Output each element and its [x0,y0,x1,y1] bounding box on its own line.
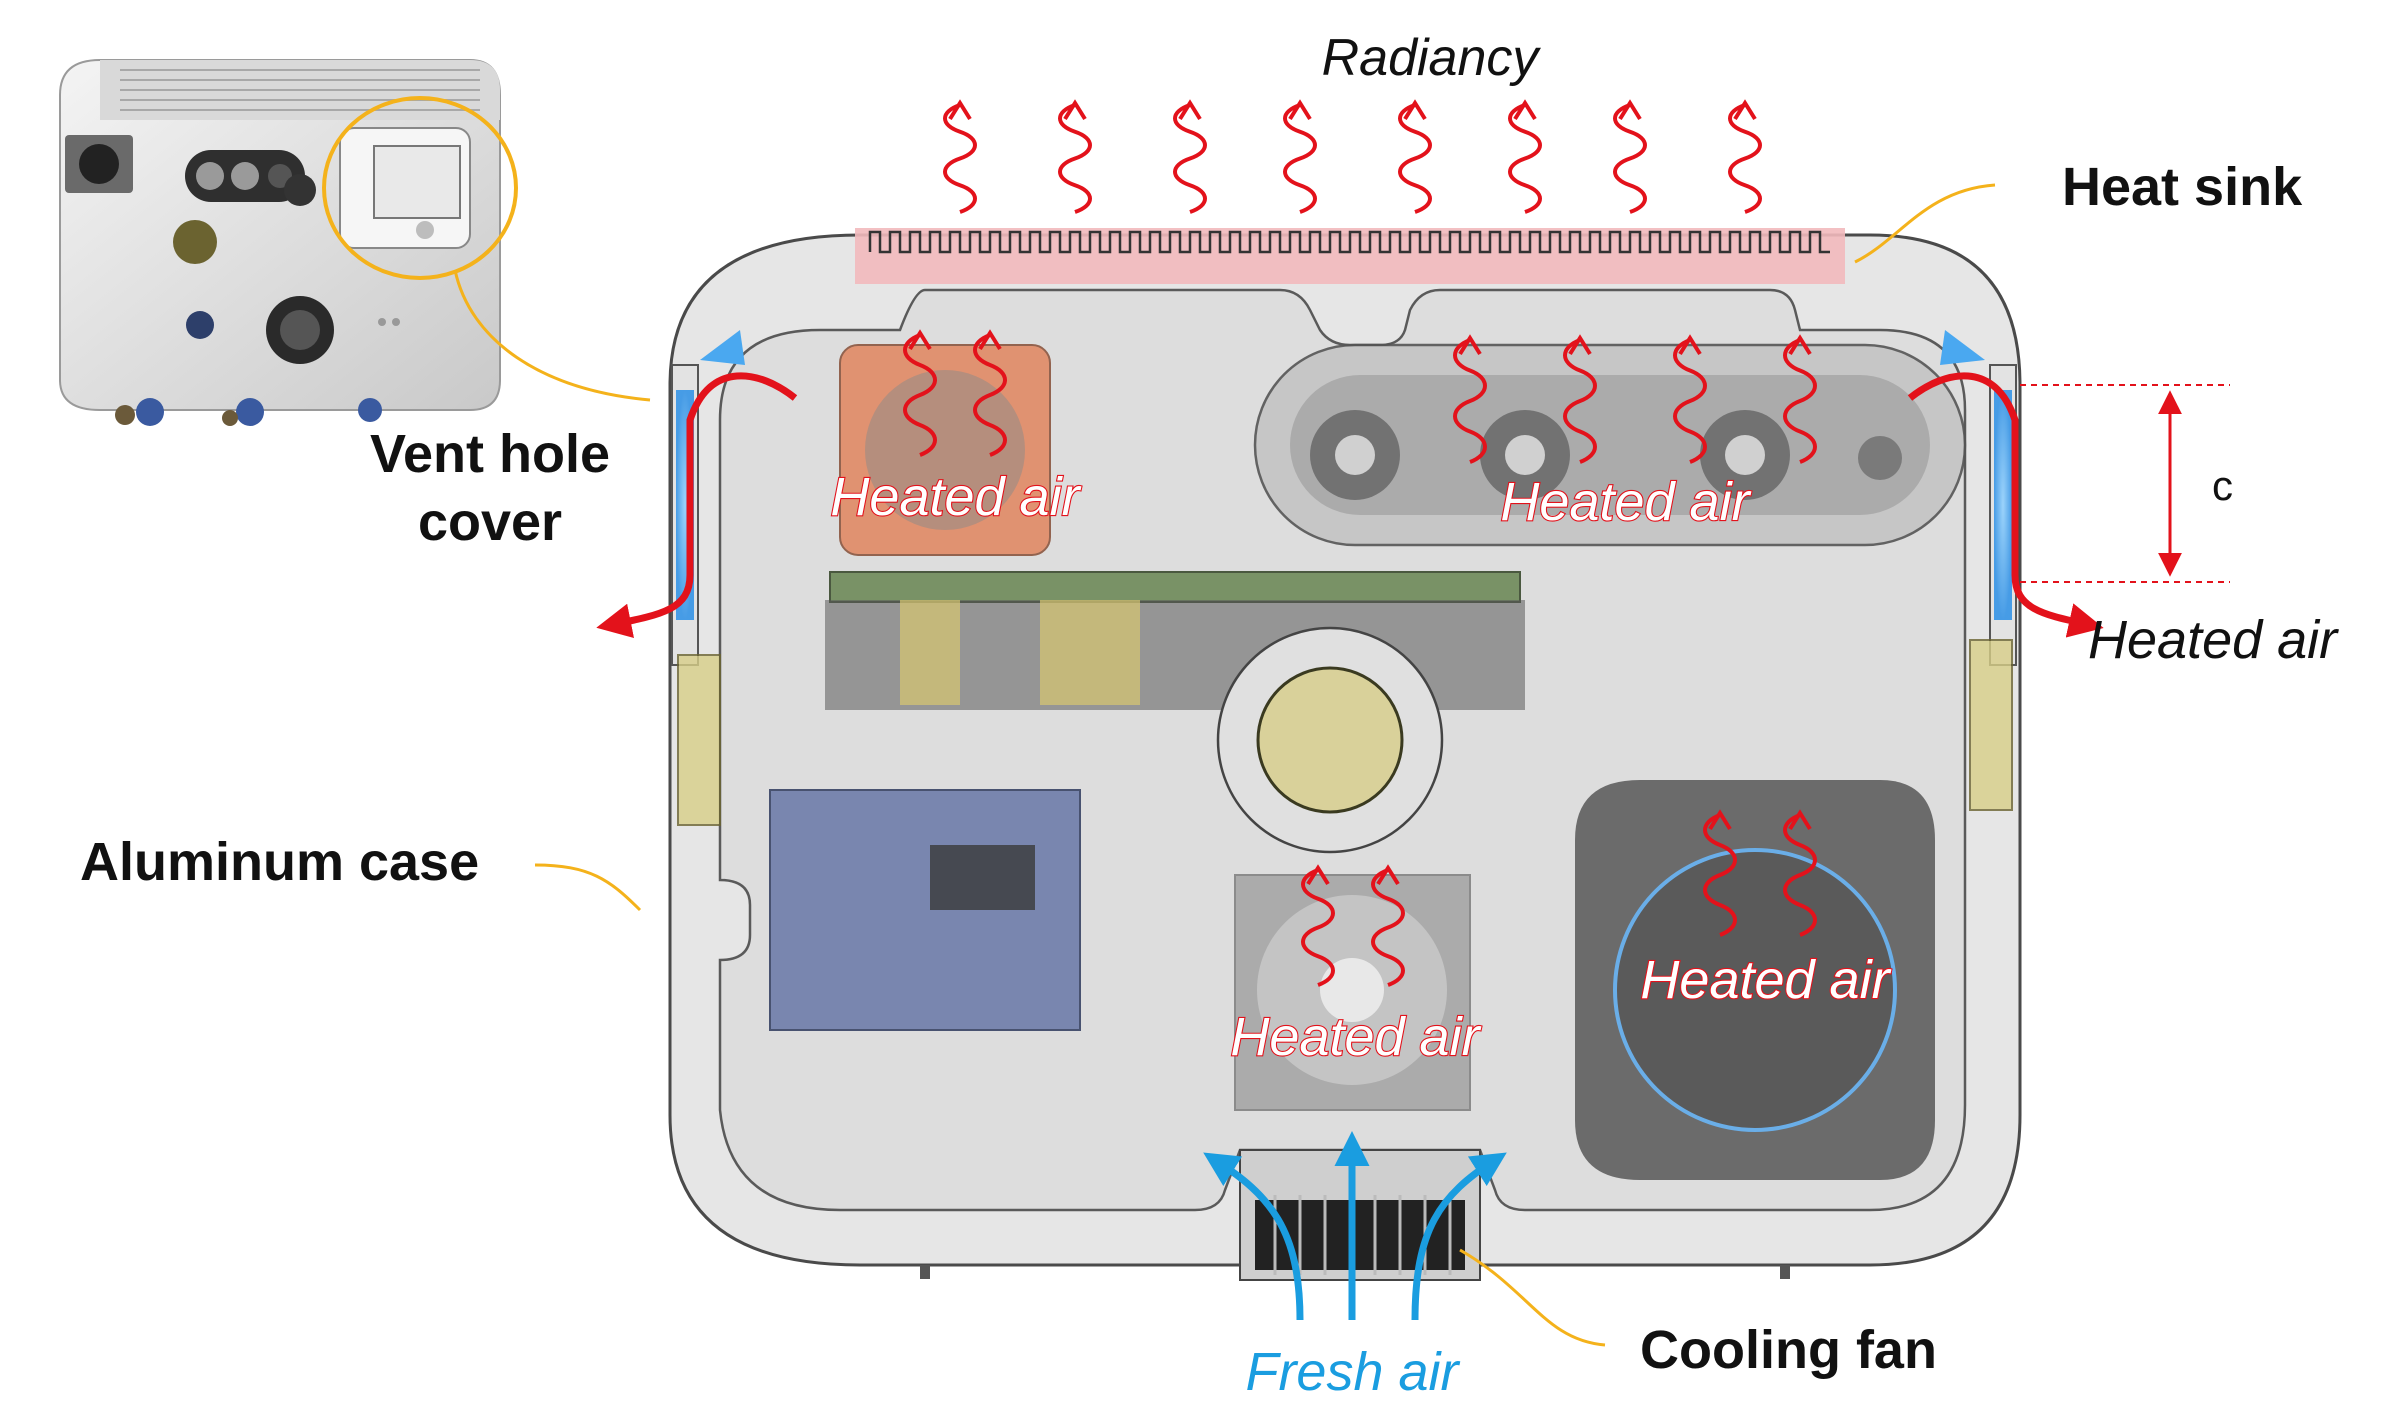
heated-air-label-center: Heated air [1230,1007,1481,1067]
left-vent-glow [700,330,745,365]
radiancy-wave-7-arrowhead [1618,99,1642,121]
radiancy-wave-2 [1058,103,1092,214]
aluminum-case-leader-line [534,863,642,912]
heat-sink [855,228,1845,284]
heated-air-label-outside-right: Heated air [2088,610,2339,670]
camera-product-image [40,48,510,426]
radiancy-wave-5 [1398,103,1432,214]
heated-air-wave-center-2 [1371,868,1405,987]
radiancy-label: Radiancy [1322,29,1542,87]
heated-air-wave-top-right-2 [1563,338,1597,464]
heated-air-wave-right-1 [1703,813,1737,937]
radiancy-wave-5-arrowhead [1403,99,1427,121]
heated-air-wave-top-right-4-arrowhead [1788,334,1812,356]
heated-air-wave-top-left-1 [903,333,937,457]
heated-air-wave-top-right-1 [1453,338,1487,464]
radiancy-wave-6 [1508,103,1542,214]
heated-air-label-top-left: Heated air [830,467,1081,527]
vent-hole-cover-label-line2: cover [418,492,562,552]
heated-air-wave-right-2 [1783,813,1817,937]
radiancy-wave-3 [1173,103,1207,214]
aluminum-case-label: Aluminum case [80,832,479,892]
heated-air-wave-top-right-4 [1783,338,1817,464]
right-heated-air-arrow [1907,372,2104,638]
radiancy-wave-8-arrowhead [1733,99,1757,121]
radiancy-wave-1-arrowhead [948,99,972,121]
radiancy-wave-1 [943,103,977,214]
heated-air-wave-center-2-arrowhead [1376,864,1400,886]
radiancy-wave-7 [1613,103,1647,214]
vent-hole-leader-line [453,269,651,402]
radiancy-wave-4 [1283,103,1317,214]
heat-wave-group [903,99,1817,987]
right-vent-glow [1940,330,1985,365]
heated-air-wave-top-right-2-arrowhead [1568,334,1592,356]
vent-hole-cover-label-line1: Vent hole [370,424,610,484]
heated-air-wave-center-1-arrowhead [1306,864,1330,886]
heated-air-wave-right-2-arrowhead [1788,809,1812,831]
vent-hole-highlight-circle [322,96,518,280]
heat-sink-leader-line [1854,183,1996,264]
heated-air-wave-top-left-1-arrowhead [908,329,932,351]
heated-air-wave-top-left-2-arrowhead [978,329,1002,351]
radiancy-wave-3-arrowhead [1178,99,1202,121]
cooling-fan-leader-line [1459,1248,1606,1347]
heated-air-label-top-right: Heated air [1500,472,1751,532]
heated-air-label-right: Heated air [1640,950,1891,1010]
fresh-air-label: Fresh air [1245,1342,1460,1402]
fresh-air-arrows [1203,1131,1507,1321]
heated-air-wave-top-right-3 [1673,338,1707,464]
dimension-c-marker [2020,384,2230,583]
radiancy-wave-4-arrowhead [1288,99,1312,121]
radiancy-wave-6-arrowhead [1513,99,1537,121]
heated-air-wave-top-left-2 [973,333,1007,457]
heat-sink-label: Heat sink [2062,157,2303,217]
radiancy-wave-8 [1728,103,1762,214]
radiancy-wave-2-arrowhead [1063,99,1087,121]
heated-air-wave-center-1 [1301,868,1335,987]
heated-air-wave-right-1-arrowhead [1708,809,1732,831]
heated-air-wave-top-right-3-arrowhead [1678,334,1702,356]
left-heated-air-arrow [596,372,798,639]
heated-air-wave-top-right-1-arrowhead [1458,334,1482,356]
cooling-fan-label: Cooling fan [1640,1320,1937,1380]
dimension-c-label: c [2212,462,2233,509]
